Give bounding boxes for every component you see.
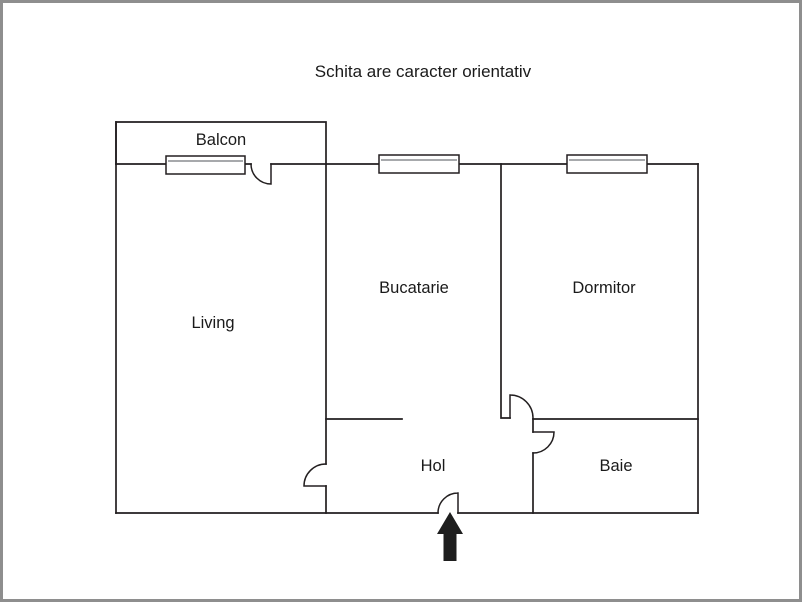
room-label-dormitor: Dormitor (572, 279, 636, 297)
living-window (165, 155, 246, 175)
up-arrow-icon (437, 512, 463, 561)
window-glass-lines (168, 159, 645, 162)
walls (115, 121, 699, 514)
room-label-bucatarie: Bucatarie (379, 279, 449, 297)
bath-door (532, 431, 555, 454)
kitchen-window (378, 154, 460, 174)
room-labels: Balcon Living Bucatarie Dormitor Hol Bai… (191, 131, 636, 475)
kitchen-bedroom-wall (500, 163, 511, 419)
balcony-door (250, 163, 272, 185)
bedroom-window (566, 154, 648, 174)
entrance-door (437, 492, 459, 514)
windows (165, 154, 648, 175)
window-frames (165, 154, 648, 175)
room-label-baie: Baie (599, 457, 632, 475)
plan-title: Schita are caracter orientativ (315, 62, 532, 81)
room-label-hol: Hol (421, 457, 446, 475)
living-door (303, 463, 327, 487)
doors (250, 163, 555, 514)
room-label-balcon: Balcon (196, 131, 246, 149)
bedroom-door (509, 394, 534, 419)
room-label-living: Living (191, 314, 234, 332)
